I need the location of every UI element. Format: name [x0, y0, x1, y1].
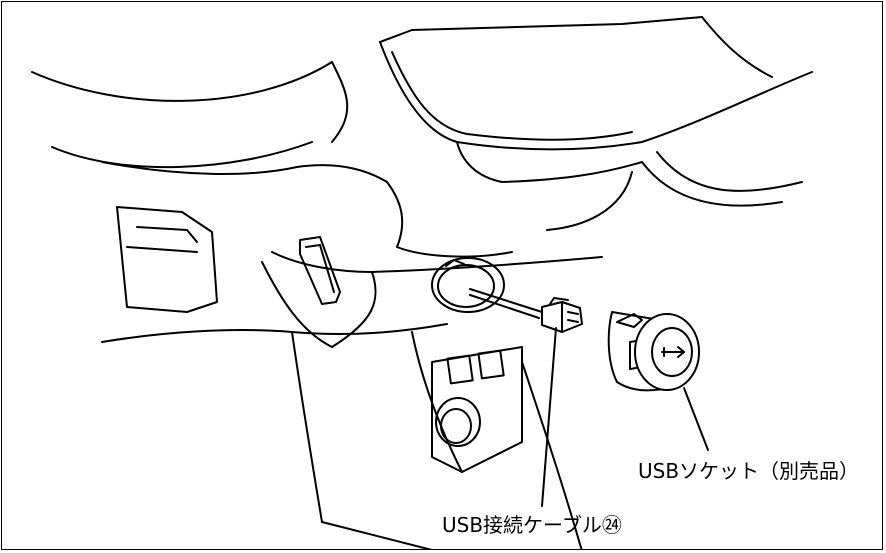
dashboard-body [101, 161, 603, 348]
steering-wheel-lines [31, 61, 349, 169]
right-panel [546, 151, 803, 231]
usb-cable-label: USB接続ケーブル㉔ [442, 513, 622, 537]
leader-line-socket [683, 387, 709, 451]
left-vent [116, 206, 218, 313]
usb-socket-product [607, 311, 700, 392]
trim-slot [299, 236, 341, 305]
usb-cable [469, 288, 583, 333]
socket-hole [431, 257, 505, 313]
leader-line-cable [541, 327, 557, 507]
lower-console [291, 331, 583, 549]
usb-socket-label: USBソケット（別売品） [638, 459, 860, 483]
meter-hood [379, 16, 813, 183]
